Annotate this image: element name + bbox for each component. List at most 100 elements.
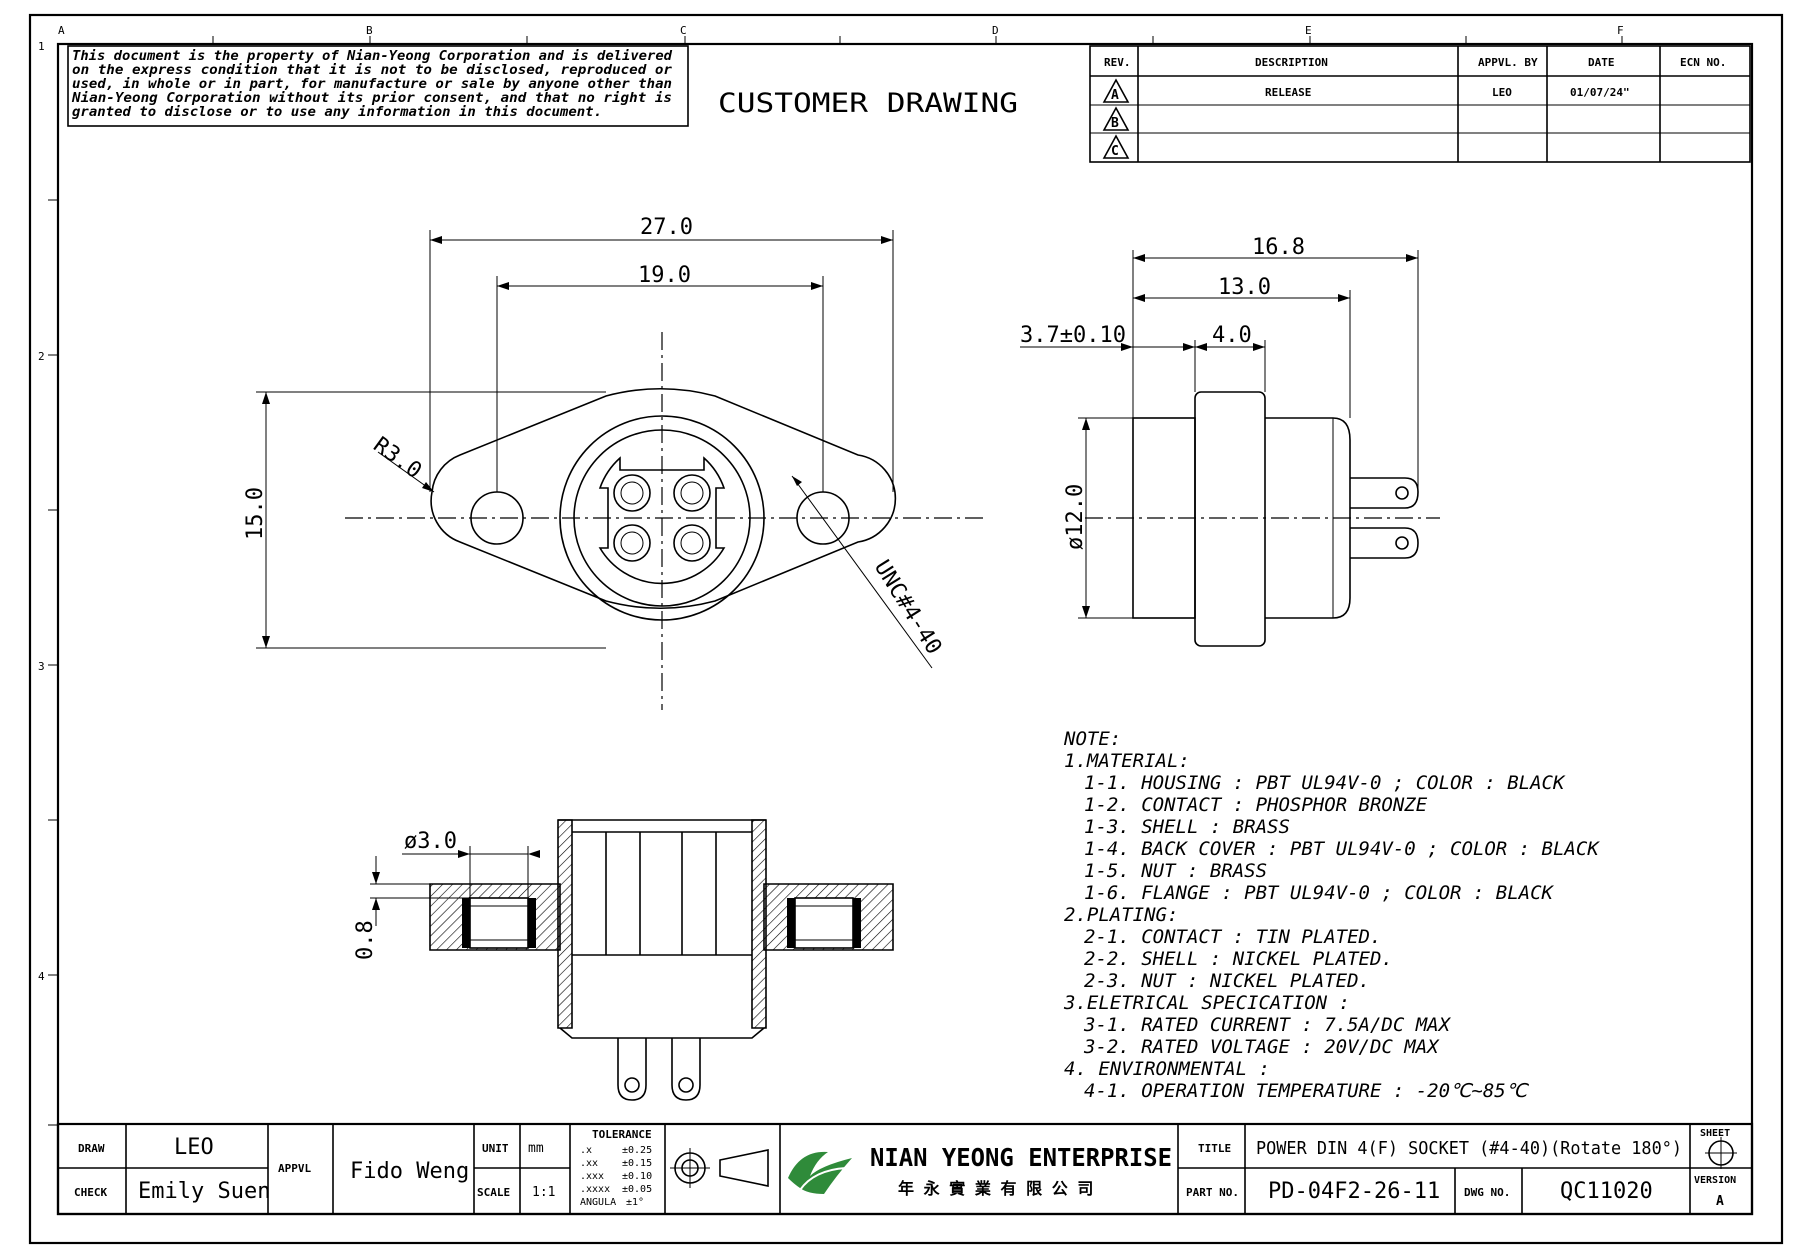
zone-columns: A B C D E F [58, 24, 1624, 44]
notes-line: 3.ELETRICAL SPECICATION : [1063, 992, 1350, 1014]
notice-line-5: granted to disclose or to use any inform… [72, 104, 602, 120]
notes-line: 1.MATERIAL: [1064, 750, 1190, 772]
zone-row-1: 1 [38, 40, 45, 53]
zone-col-d: D [992, 24, 999, 37]
version-label: VERSION [1694, 1175, 1736, 1186]
dim-thickness: 0.8 [353, 920, 378, 960]
draw-value: LEO [174, 1135, 214, 1160]
rev-row-b-letter: B [1111, 116, 1119, 131]
sheet-label: SHEET [1700, 1128, 1730, 1139]
tolerance-value: ±0.05 [622, 1184, 652, 1195]
zone-row-2: 2 [38, 350, 45, 363]
notes-line: 3-1. RATED CURRENT : 7.5A/DC MAX [1083, 1014, 1452, 1036]
rev-row-a: A RELEASE LEO 01/07/24" [1102, 78, 1630, 103]
revision-table: REV. DESCRIPTION APPVL. BY DATE ECN NO. … [1089, 45, 1751, 163]
rev-header-ecn: ECN NO. [1680, 56, 1726, 69]
rev-row-a-description: RELEASE [1265, 86, 1311, 99]
tolerance-key: .x [580, 1145, 592, 1156]
part-no-value: PD-04F2-26-11 [1268, 1179, 1440, 1204]
rev-row-a-letter: A [1111, 88, 1119, 103]
company-chinese-name: 年 永 實 業 有 限 公 司 [898, 1179, 1093, 1198]
sheet-symbol-icon [1705, 1137, 1737, 1169]
zone-col-f: F [1617, 24, 1624, 37]
rev-row-a-appvl: LEO [1492, 86, 1512, 99]
company-name: NIAN YEONG ENTERPRISE [870, 1143, 1172, 1172]
check-value: Emily Suen [138, 1179, 270, 1204]
dwg-no-label: DWG NO. [1464, 1186, 1510, 1199]
rev-row-c-letter: C [1111, 144, 1119, 159]
notes-line: 4. ENVIRONMENTAL : [1064, 1058, 1270, 1080]
rev-row-a-date: 01/07/24" [1570, 86, 1630, 99]
title-block: DRAW LEO CHECK Emily Suen APPVL Fido Wen… [56, 1122, 1754, 1216]
dim-total-length: 16.8 [1252, 235, 1305, 260]
zone-row-3: 3 [38, 660, 45, 673]
dim-hole-spacing: 19.0 [638, 263, 691, 288]
tolerance-value: ±0.15 [622, 1158, 652, 1169]
unit-label: UNIT [482, 1142, 509, 1155]
outer-frame [28, 13, 1784, 1245]
dwg-no-value: QC11020 [1560, 1179, 1653, 1204]
tolerance-key: .xxx [580, 1171, 604, 1182]
tolerance-value: ±0.25 [622, 1145, 652, 1156]
dim-hole-diameter: ø3.0 [404, 829, 457, 854]
notice-line-1: This document is the property of Nian-Ye… [72, 48, 673, 64]
front-view: 27.0 19.0 15.0 R3.0 UNC#4-40 [243, 215, 985, 710]
appvl-value: Fido Weng [350, 1159, 469, 1184]
notes-line: 1-2. CONTACT : PHOSPHOR BRONZE [1084, 794, 1428, 816]
unit-value: mm [528, 1141, 544, 1156]
projection-symbol-icon [670, 1148, 769, 1188]
notes-line: 2-3. NUT : NICKEL PLATED. [1084, 970, 1370, 992]
scale-value: 1:1 [532, 1185, 555, 1200]
dim-flange-thickness: 4.0 [1212, 323, 1252, 348]
dim-height: 15.0 [243, 487, 268, 540]
notice-line-4: Nian-Yeong Corporation without its prior… [71, 90, 672, 106]
zone-col-e: E [1305, 24, 1312, 37]
notes-line: 1-1. HOUSING : PBT UL94V-0 ; COLOR : BLA… [1084, 772, 1566, 794]
notes-line: 3-2. RATED VOLTAGE : 20V/DC MAX [1083, 1036, 1440, 1058]
tolerance-value: ±0.10 [622, 1171, 652, 1182]
notes-line: 2.PLATING: [1064, 904, 1178, 926]
notes-title: NOTE: [1063, 728, 1121, 750]
rev-row-b: B [1102, 106, 1130, 131]
rev-header-date: DATE [1588, 56, 1615, 69]
notes-line: 2-1. CONTACT : TIN PLATED. [1084, 926, 1381, 948]
notes-line: 2-2. SHELL : NICKEL PLATED. [1084, 948, 1393, 970]
zone-col-b: B [366, 24, 373, 37]
notes-line: 1-5. NUT : BRASS [1084, 860, 1267, 882]
tolerance-key: .xx [580, 1158, 598, 1169]
tolerance-title: TOLERANCE [592, 1128, 652, 1141]
notice-box: This document is the property of Nian-Ye… [67, 45, 689, 127]
notes-line: 1-3. SHELL : BRASS [1084, 816, 1290, 838]
tolerance-block: TOLERANCE .x ±0.25 .xx ±0.15 .xxx ±0.10 … [580, 1128, 652, 1208]
inner-frame [56, 42, 1754, 1216]
title-label: TITLE [1198, 1142, 1231, 1155]
rev-header-description: DESCRIPTION [1255, 56, 1328, 69]
dim-offset: 3.7±0.10 [1020, 323, 1126, 348]
appvl-label: APPVL [278, 1162, 311, 1175]
zone-col-a: A [58, 24, 65, 37]
check-label: CHECK [74, 1186, 107, 1199]
part-no-label: PART NO. [1186, 1186, 1239, 1199]
side-view: 16.8 13.0 3.7±0.10 4.0 ø12.0 [1020, 235, 1440, 647]
tolerance-key: .xxxx [580, 1184, 610, 1195]
tolerance-value: ±1° [626, 1197, 644, 1208]
rev-row-c: C [1102, 134, 1130, 159]
draw-label: DRAW [78, 1142, 105, 1155]
dim-body-diameter: ø12.0 [1063, 484, 1088, 550]
company-logo-icon [788, 1151, 852, 1194]
rev-header-rev: REV. [1104, 56, 1131, 69]
drawing-heading: CUSTOMER DRAWING [718, 88, 1018, 119]
section-view: ø3.0 0.8 [353, 819, 894, 1101]
version-value: A [1716, 1194, 1724, 1209]
notes-line: 1-6. FLANGE : PBT UL94V-0 ; COLOR : BLAC… [1084, 882, 1555, 904]
notes-line: 1-4. BACK COVER : PBT UL94V-0 ; COLOR : … [1084, 838, 1600, 860]
title-value: POWER DIN 4(F) SOCKET (#4-40)(Rotate 180… [1256, 1138, 1682, 1159]
notes-block: NOTE: 1.MATERIAL: 1-1. HOUSING : PBT UL9… [1063, 728, 1600, 1102]
zone-row-4: 4 [38, 970, 45, 983]
notes-line: 4-1. OPERATION TEMPERATURE : -20℃~85℃ [1084, 1080, 1530, 1102]
rev-header-appvl: APPVL. BY [1478, 56, 1538, 69]
dim-overall-width: 27.0 [640, 215, 693, 240]
dim-body-length: 13.0 [1218, 275, 1271, 300]
dim-radius: R3.0 [368, 433, 426, 484]
